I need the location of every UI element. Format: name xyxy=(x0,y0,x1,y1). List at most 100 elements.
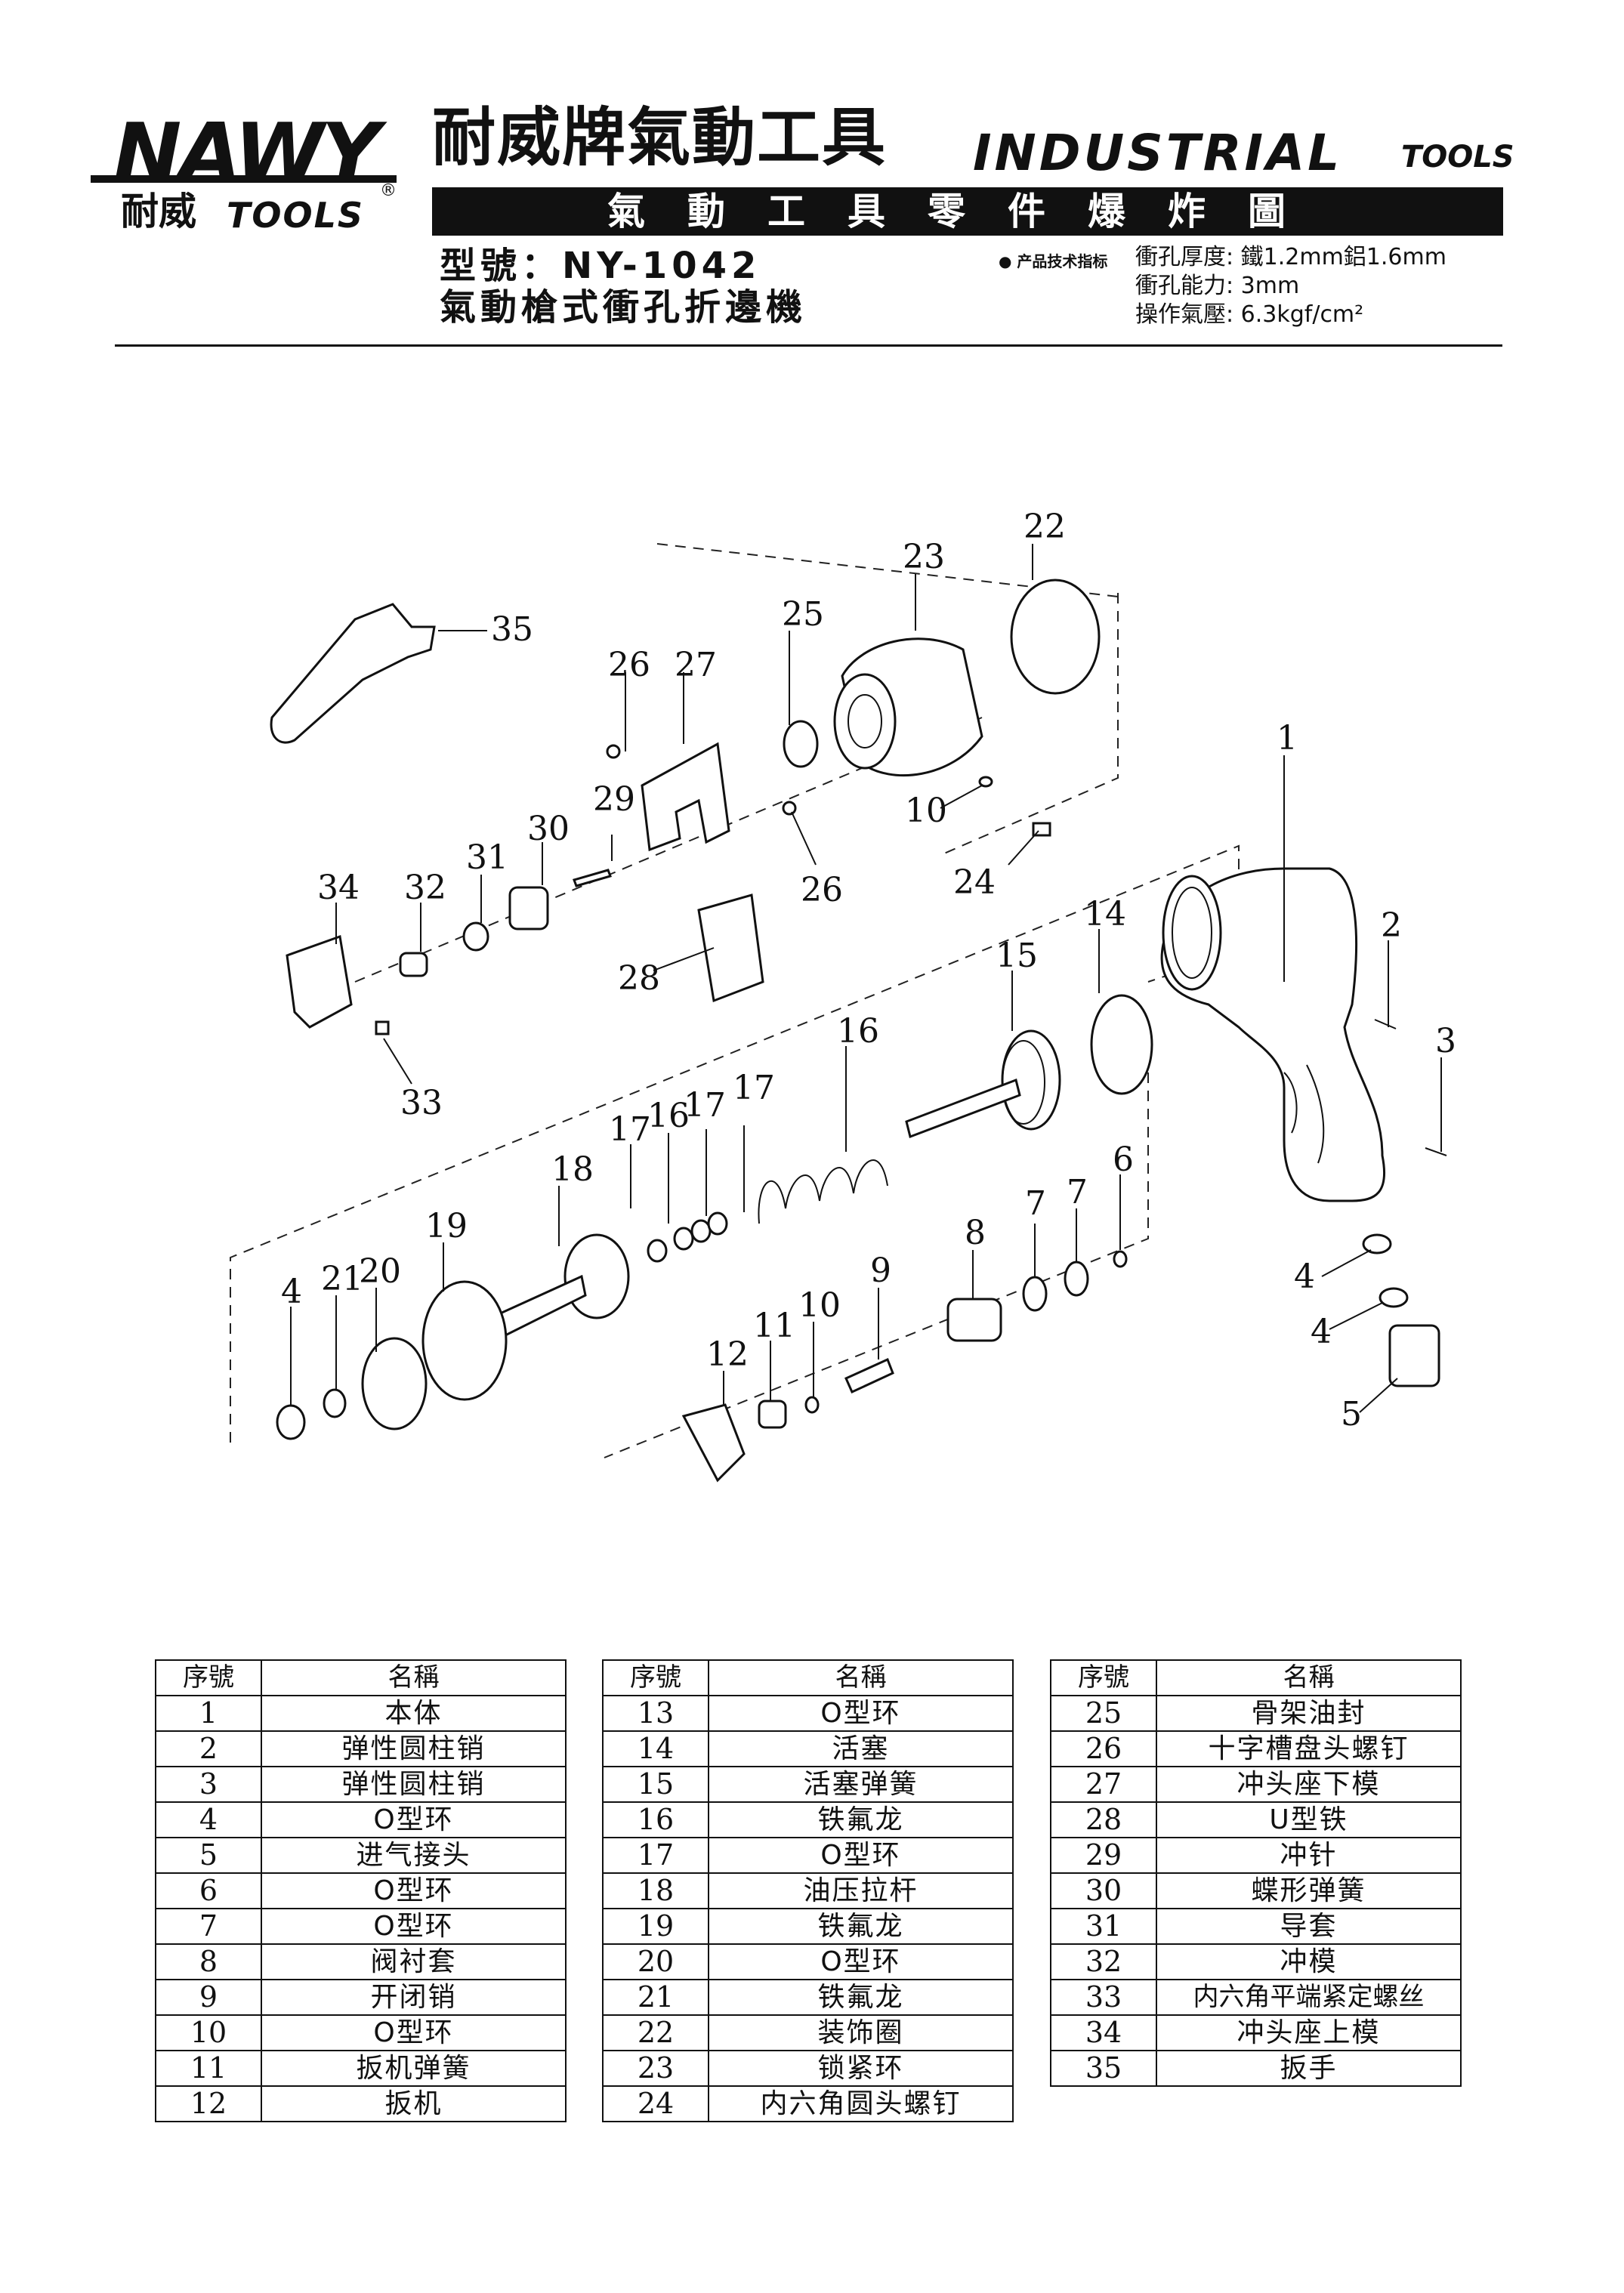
part-number-cell: 17 xyxy=(602,1837,709,1874)
part-name-cell: O型环 xyxy=(261,1801,567,1838)
part-oring-10b xyxy=(804,1396,820,1414)
part-number-cell: 28 xyxy=(1050,1801,1157,1838)
spec-list: 衝孔厚度: 鐵1.2mm鋁1.6mm 衝孔能力: 3mm 操作氣壓: 6.3kg… xyxy=(1135,243,1446,329)
part-air-inlet xyxy=(1388,1324,1440,1387)
callout-10b: 10 xyxy=(798,1286,841,1325)
part-number-cell: 35 xyxy=(1050,2050,1157,2087)
product-name: 氣動槍式衝孔折邊機 xyxy=(440,286,807,329)
callout-25: 25 xyxy=(782,595,824,634)
part-oring-20 xyxy=(361,1337,428,1430)
callout-11: 11 xyxy=(753,1307,795,1345)
callout-26b: 26 xyxy=(801,871,843,909)
callout-1: 1 xyxy=(1277,719,1298,758)
part-oring-7b xyxy=(1064,1261,1089,1297)
brand-title-chinese: 耐威牌氣動工具 xyxy=(432,100,888,174)
part-number-cell: 12 xyxy=(155,2085,262,2122)
registered-mark: ® xyxy=(380,181,397,200)
table-header-row: 序號 名稱 xyxy=(155,1659,567,1696)
part-number-cell: 18 xyxy=(602,1872,709,1909)
callout-35: 35 xyxy=(491,610,533,649)
callout-15: 16 xyxy=(837,1012,879,1051)
spec-heading: ● 产品技术指标 xyxy=(999,252,1108,270)
callout-29: 29 xyxy=(593,780,635,819)
part-name-cell: O型环 xyxy=(261,1908,567,1945)
part-oring-10a xyxy=(978,776,993,788)
part-number-cell: 11 xyxy=(155,2050,262,2087)
part-name-cell: 冲头座下模 xyxy=(1156,1766,1462,1803)
part-name-cell: 冲头座上模 xyxy=(1156,2014,1462,2051)
part-number-cell: 29 xyxy=(1050,1837,1157,1874)
part-teflon-19 xyxy=(421,1280,508,1401)
part-number-cell: 23 xyxy=(602,2050,709,2087)
part-name-cell: 内六角平端紧定螺丝 xyxy=(1156,1979,1462,2016)
callout-22: 22 xyxy=(1023,508,1066,546)
part-oil-seal xyxy=(783,720,819,768)
part-name-cell: 扳手 xyxy=(1156,2050,1462,2087)
part-name-cell: 活塞弹簧 xyxy=(708,1766,1014,1803)
part-number-cell: 8 xyxy=(155,1943,262,1980)
part-body xyxy=(1160,867,1386,1202)
part-name-cell: 活塞 xyxy=(708,1730,1014,1767)
callout-26a: 26 xyxy=(608,646,650,684)
part-name-cell: 导套 xyxy=(1156,1908,1462,1945)
callout-10a: 10 xyxy=(905,792,947,830)
part-number-cell: 7 xyxy=(155,1908,262,1945)
part-name-cell: 铁氟龙 xyxy=(708,1801,1014,1838)
callout-13: 14 xyxy=(1084,895,1126,934)
part-oring-7a xyxy=(1022,1276,1048,1312)
callout-6: 6 xyxy=(1113,1140,1134,1179)
part-number-cell: 1 xyxy=(155,1695,262,1732)
callout-19: 19 xyxy=(425,1207,468,1245)
callout-5: 5 xyxy=(1341,1395,1362,1434)
part-oring-4b xyxy=(1362,1233,1392,1255)
callout-4a: 4 xyxy=(1294,1258,1315,1296)
callout-16a: 16 xyxy=(647,1097,690,1135)
part-number-cell: 14 xyxy=(602,1730,709,1767)
part-number-cell: 10 xyxy=(155,2014,262,2051)
part-oring-13 xyxy=(1090,994,1153,1095)
part-screw-26a xyxy=(606,744,621,759)
callout-16b: 17 xyxy=(733,1069,775,1107)
column-header-no: 序號 xyxy=(1050,1659,1157,1696)
part-number-cell: 4 xyxy=(155,1801,262,1838)
callout-18: 18 xyxy=(551,1150,594,1189)
callout-7b: 7 xyxy=(1025,1184,1046,1223)
part-teflon-21 xyxy=(323,1388,347,1418)
part-name-cell: 十字槽盘头螺钉 xyxy=(1156,1730,1462,1767)
column-header-no: 序號 xyxy=(155,1659,262,1696)
callout-3: 3 xyxy=(1435,1022,1456,1060)
part-punch-pin xyxy=(573,869,612,887)
part-name-cell: O型环 xyxy=(708,1837,1014,1874)
part-name-cell: 冲针 xyxy=(1156,1837,1462,1874)
part-number-cell: 24 xyxy=(602,2085,709,2122)
part-name-cell: 弹性圆柱销 xyxy=(261,1730,567,1767)
part-number-cell: 5 xyxy=(155,1837,262,1874)
part-upper-die xyxy=(286,934,353,1029)
spec-air-pressure: 操作氣壓: 6.3kgf/cm² xyxy=(1135,301,1364,328)
part-name-cell: 铁氟龙 xyxy=(708,1908,1014,1945)
document-title-band: 氣動工具零件爆炸圖 xyxy=(432,187,1503,236)
part-name-cell: 冲模 xyxy=(1156,1943,1462,1980)
callout-labels: 35 1 2 3 4 4 5 22 23 25 26 27 26 24 10 2… xyxy=(281,508,1456,1434)
part-number-cell: 30 xyxy=(1050,1872,1157,1909)
part-oring-17b xyxy=(690,1219,712,1243)
logo-chinese-text: 耐威 xyxy=(121,190,196,233)
part-decorative-ring xyxy=(1010,579,1101,695)
model-block: 型號：NY-1042 氣動槍式衝孔折邊機 xyxy=(440,245,807,329)
part-name-cell: 扳机 xyxy=(261,2085,567,2122)
